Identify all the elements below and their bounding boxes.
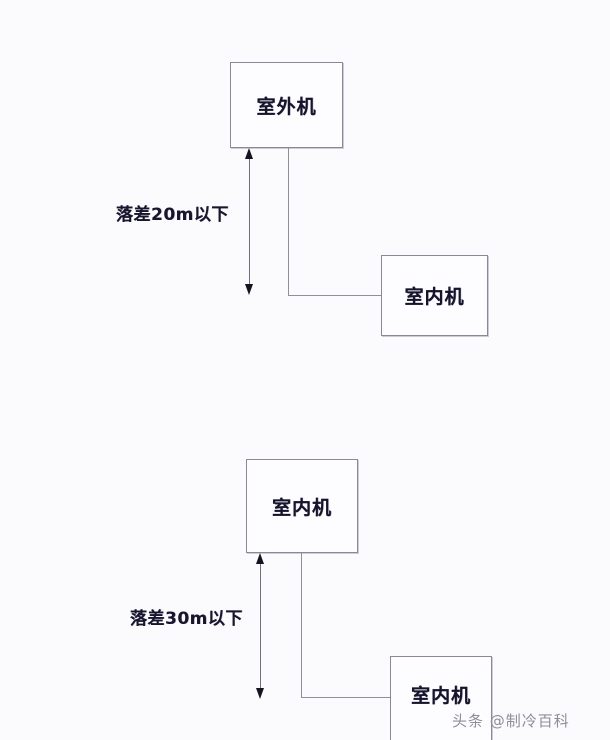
unit-box-label: 室外机 <box>256 95 317 118</box>
pipe-vertical-bottom <box>301 553 302 698</box>
height-arrow-head-up-top <box>245 148 253 159</box>
pipe-horizontal-top <box>288 295 382 296</box>
unit-box-indoor-bottom-lower: 室内机 <box>390 656 492 740</box>
height-arrow-head-up-bottom <box>256 553 264 564</box>
unit-box-indoor-bottom-upper: 室内机 <box>246 459 358 553</box>
unit-box-indoor-top: 室内机 <box>381 255 488 336</box>
pipe-horizontal-bottom <box>301 697 391 698</box>
height-arrow-head-down-bottom <box>256 688 264 699</box>
height-arrow-line-top <box>249 155 250 290</box>
unit-box-label: 室内机 <box>410 684 471 707</box>
height-difference-label-top: 落差20m以下 <box>116 205 229 225</box>
watermark: 头条 @制冷百科 <box>452 712 570 730</box>
unit-box-label: 室内机 <box>271 496 332 519</box>
height-difference-label-bottom: 落差30m以下 <box>130 609 243 629</box>
height-arrow-head-down-top <box>245 284 253 295</box>
height-arrow-line-bottom <box>260 560 261 694</box>
pipe-vertical-top <box>288 148 289 296</box>
unit-box-label: 室内机 <box>404 286 465 308</box>
unit-box-outdoor-top: 室外机 <box>230 62 343 148</box>
